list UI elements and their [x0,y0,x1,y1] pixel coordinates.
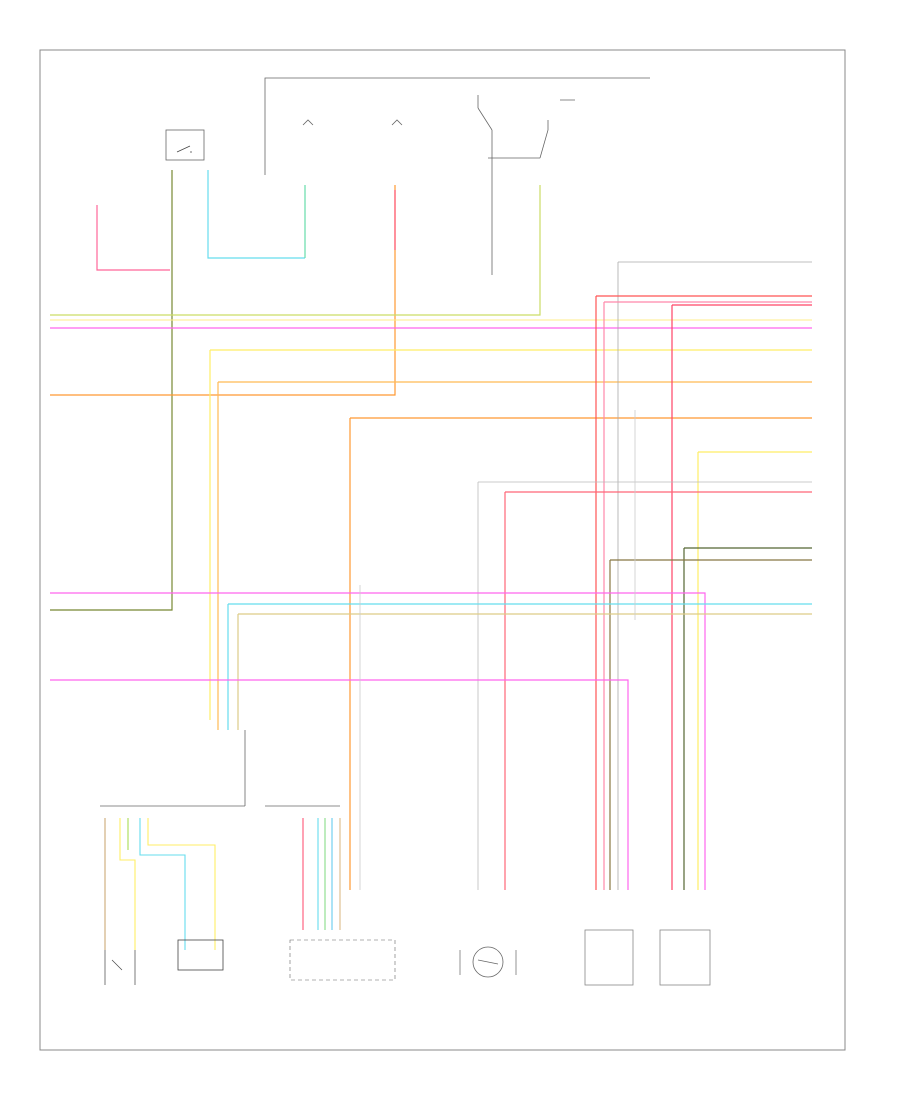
wire-gray-right [617,261,812,890]
fuse-b [391,119,403,126]
wire-yellow-right [697,451,812,890]
module-bottom [289,939,396,981]
wire-ltgreen-switch [50,185,541,316]
top-components [165,77,650,175]
wire-orange-low [349,417,812,890]
fuse-a [302,119,314,126]
wire-yellow-mid [209,349,812,720]
bl-wire-ltblue [139,818,186,950]
wires [50,160,812,890]
bottom-components [100,730,711,986]
wire-tan-low [237,613,812,730]
motor [472,946,504,978]
bl-wire-yellow-b [147,818,216,950]
switch-bottom [104,950,136,985]
wire-ltblue-relay [207,170,305,259]
wire-dkgreen-relay [50,170,173,611]
wire-orange-mid [217,381,812,730]
bl-wire-yellow [119,818,136,950]
wire-dkgreen-right-b [609,559,812,890]
bottom-left-wires [104,818,216,950]
wire-ltblue-low [227,603,812,730]
wire-gray-mid [477,481,812,890]
wire-pink-right [603,301,812,890]
wire-dkgreen-right [683,547,812,890]
bottom-mid-wires [302,818,341,930]
relay-switch-icon [176,145,192,153]
switch-top-contacts [477,95,493,160]
shift-sensor [177,939,224,971]
wire-pink-low-a [50,592,706,890]
top-bus [264,77,650,175]
diagram-frame [39,49,846,1051]
switch-top-lines [488,99,575,159]
wire-red-mid [504,491,812,890]
clutch-b [659,929,711,986]
wire-red-left [96,205,170,271]
power-relay [165,129,205,161]
motor-lines [459,950,517,975]
wire-red-right-b [671,304,812,890]
clutch-a [584,929,634,986]
wire-orange-fuse-b [50,185,396,396]
wire-pink-low-b [50,679,629,890]
